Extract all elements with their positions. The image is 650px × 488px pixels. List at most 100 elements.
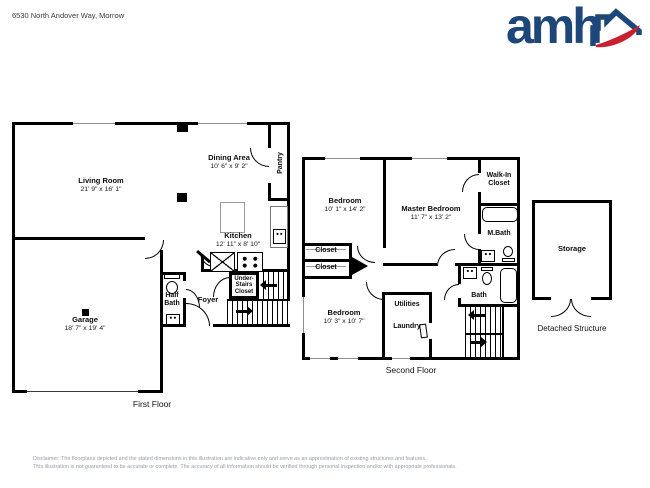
ff-wall-garage-right [160,250,163,393]
ds-storage-box [532,200,612,300]
sf-stairs-down-arrow-icon [470,337,487,347]
ff-pantry-door-arc [250,148,269,167]
ff-garage-door [27,390,138,393]
ff-kitchen-stove [237,252,263,272]
master-bedroom-name: Master Bedroom [401,204,461,213]
m-bath-label: M.Bath [487,230,511,237]
sf-closet2-rod [306,266,346,267]
sf-stairs-divider [502,307,504,357]
ds-door-arc-left [551,299,571,317]
walk-in-closet-label: Walk-In Closet [486,172,512,187]
living-room-name: Living Room [78,176,124,185]
ff-understairs-closet-box [229,272,259,299]
sf-mbath-door-gap [478,234,481,249]
sf-utilities-door-gap [429,323,432,339]
sf-bath-wall-bottom [458,304,520,307]
ff-wall-left [12,122,15,393]
disclaimer-line-2: This illustration is not guaranteed to b… [33,464,457,470]
amh-house-logo-icon [590,8,642,48]
bedroom1-dims: 10' 1" x 14' 2" [324,206,366,213]
ff-pantry-wall-left-a [268,125,271,148]
sf-hallway-door-pivot [352,257,368,275]
ff-wall-bottom-right [160,324,290,327]
sf-bath-sink [463,267,477,279]
foyer-label: Foyer [197,295,219,304]
sf-wall-master-closets [478,157,481,263]
detached-structure-caption: Detached Structure [537,324,607,333]
sf-bath-toilet-bowl [482,272,492,285]
sf-mbath-sink [481,250,495,262]
sf-closet-wall-top [302,243,352,246]
ff-halfbath-wall-top [160,272,186,275]
sf-bath-tub [500,268,517,303]
sf-closet-wall-bottom [302,276,352,279]
first-floor-caption: First Floor [132,399,172,409]
sf-utilities-wall-top [382,292,432,295]
sf-walkin-door-arc [462,174,479,192]
sf-wall-hall-a [383,263,437,266]
ff-halfbath-toilet-bowl [166,281,178,294]
ff-kitchen-sink [273,229,286,244]
sf-wall-bedroom1-master [383,157,386,248]
sf-mbath-toilet-bowl [503,246,513,257]
sf-mbath-door-arc [464,234,479,250]
ff-living-wall-stub-top [177,125,188,132]
ff-halfbath-toilet-tank [164,274,180,279]
dining-area-name: Dining Area [208,153,250,162]
kitchen-label: Kitchen 12' 11" x 8' 10" [216,232,260,249]
ff-halfbath-sink [166,314,180,325]
ff-garage-post [82,309,89,316]
sf-mbath-tub [482,207,518,222]
sf-wall-walkin-mbath [478,203,520,206]
property-address: 6530 North Andover Way, Morrow [12,11,125,20]
ff-living-wall-stub-mid [177,193,187,202]
sf-wall-bottom [302,357,520,360]
sf-wall-left [302,157,305,360]
disclaimer-line-1: Disclaimer: The floorplans depicted and … [33,456,427,462]
sf-wall-right [517,157,520,360]
under-stairs-closet-label: Under-Stairs Closet [234,276,254,295]
ff-understairs-door-arc [213,277,230,297]
garage-label: Garage 18' 7" x 19' 4" [64,316,105,333]
sf-bath-door-arc [444,284,459,300]
ff-stairs-lower [227,301,290,324]
ff-window-top-left [73,122,115,125]
sf-wall-hall-b [455,263,520,266]
storage-label: Storage [558,244,586,253]
garage-name: Garage [72,315,98,324]
ff-wall-living-bottom [12,237,145,240]
sf-mbath-toilet-tank [502,258,515,262]
half-bath-label: Half Bath [164,292,180,307]
second-floor-caption: Second Floor [385,365,437,375]
dining-area-label: Dining Area 10' 6" x 9' 2" [208,154,250,171]
bedroom1-name: Bedroom [328,196,362,205]
ff-kitchen-wall-vert [201,257,204,270]
ff-kitchen-dishwasher [210,252,235,272]
sf-closet-wall-right [349,243,352,279]
sf-bath-door-gap [458,284,461,298]
sf-window-left-bedroom2 [302,297,305,333]
ff-stairs-up-arrow-icon [260,280,277,290]
bath-label: Bath [471,292,487,299]
sf-window-top-master [412,157,447,160]
amh-logo-text: amh [506,0,603,54]
sf-stairs-up-arrow-icon [468,310,485,320]
sf-window-bottom-b [338,357,358,360]
bedroom1-label: Bedroom 10' 1" x 14' 2" [324,197,365,214]
pantry-label: Pantry [277,152,284,174]
bedroom2-label: Bedroom 10' 3" x 10' 7" [323,309,364,326]
ff-halfbath-wall-right [183,272,186,327]
ff-kitchen-island [220,202,245,233]
ff-window-top-dining [198,122,247,125]
sf-bath-toilet-tank [481,267,493,271]
living-room-label: Living Room 21' 9" x 16' 1" [78,177,123,194]
sf-window-bottom-a [310,357,330,360]
sf-wall-top [302,157,520,160]
sf-closet-wall-mid [302,259,352,262]
dining-area-dims: 10' 6" x 9' 2" [210,163,248,170]
sf-bedroom2-door-arc [366,282,384,300]
sf-window-top-bedroom1 [325,157,360,160]
ff-wall-right [287,122,290,327]
ff-wall-top [12,122,290,125]
